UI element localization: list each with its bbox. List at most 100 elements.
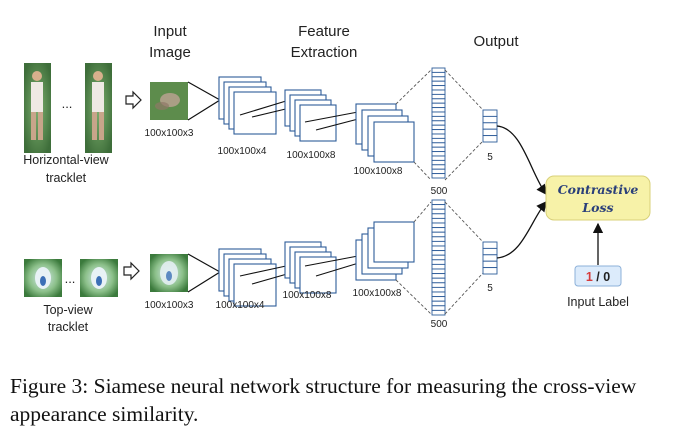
fc-cell <box>431 146 446 153</box>
fc-cell <box>431 151 446 157</box>
fc-cell <box>431 137 446 144</box>
input-label-one: 1 <box>586 270 593 284</box>
conv1-size-bottom: 100x100x4 <box>216 300 265 311</box>
fc-cell <box>431 164 446 170</box>
output-cell <box>482 122 498 130</box>
fc-cell <box>431 168 446 175</box>
top-view-tracklet-label-line1: Top-view <box>43 303 93 317</box>
fc-cell <box>431 222 446 229</box>
conv-link-1-bottom <box>239 265 287 277</box>
input-label-slash: / <box>593 270 603 284</box>
output-cell <box>482 241 498 249</box>
fc-cell <box>431 80 446 87</box>
output-cell <box>482 267 498 275</box>
tracklet-ellipsis-bottom: ... <box>65 271 76 286</box>
fc-cell <box>431 277 446 284</box>
conv-link-2b-top <box>315 117 363 131</box>
fc-cell <box>431 102 446 109</box>
output-layer-top <box>482 109 498 143</box>
fc-cell <box>431 282 446 288</box>
fc-cell <box>431 98 446 104</box>
fc-cell <box>431 85 446 91</box>
fc-size-bottom: 500 <box>431 319 448 330</box>
fc-cell <box>431 115 446 122</box>
fc-cell <box>431 129 446 135</box>
fc-cell <box>431 296 446 302</box>
input-funnel-bottom <box>187 253 222 293</box>
fc-cell <box>431 107 446 113</box>
input-size-top: 100x100x3 <box>145 128 194 139</box>
header-input-line1: Input <box>153 23 187 40</box>
fc-cell <box>431 120 446 126</box>
fc-cell <box>431 124 446 131</box>
top-view-tracklet-label-line2: tracklet <box>48 320 89 334</box>
conv-link-2-bottom <box>304 255 359 267</box>
conv-block-1-bottom <box>218 248 277 307</box>
fc-cell <box>431 67 446 73</box>
out-size-bottom: 5 <box>487 283 493 294</box>
top-view-tracklet-frame-1 <box>24 259 62 297</box>
fc-cell <box>431 199 446 206</box>
hollow-arrow-top-icon <box>125 90 142 110</box>
conv-block-1-top <box>218 76 277 135</box>
fc-cell <box>431 227 446 233</box>
fc-cell <box>431 173 446 179</box>
fc-layer-top <box>431 67 446 179</box>
input-funnel-top <box>187 81 222 121</box>
fc-cell <box>431 245 446 252</box>
curve-bottom-to-loss <box>496 200 547 259</box>
fc-cell <box>431 208 446 215</box>
conv-link-2-top <box>304 111 359 123</box>
fc-cell <box>431 259 446 265</box>
horizontal-tracklet-frame-1 <box>24 63 51 153</box>
fc-layer-bottom <box>431 199 446 316</box>
dash-conv-fc-bottom-1 <box>413 201 432 223</box>
horizontal-tracklet-label-line2: tracklet <box>46 171 87 185</box>
curve-top-to-loss <box>496 125 547 196</box>
dash-fc-out-top-1 <box>444 69 484 111</box>
dash-fc-out-bottom-1 <box>444 201 484 243</box>
figure-caption: Figure 3: Siamese neural network structu… <box>10 374 637 426</box>
fc-cell <box>431 213 446 219</box>
fc-cell <box>431 89 446 95</box>
conv2-size-bottom: 100x100x8 <box>283 290 332 301</box>
fc-cell <box>431 217 446 224</box>
fc-cell <box>431 250 446 256</box>
input-label-caption: Input Label <box>567 295 629 309</box>
fc-cell <box>431 93 446 100</box>
header-feature-line1: Feature <box>298 23 350 40</box>
fc-cell <box>431 155 446 161</box>
hollow-arrow-bottom-icon <box>123 261 140 281</box>
horizontal-tracklet-label-line1: Horizontal-view <box>23 153 109 167</box>
dash-conv-fc-bottom-2 <box>395 279 432 315</box>
output-layer-bottom <box>482 241 498 275</box>
input-label-value: 1 / 0 <box>586 270 610 284</box>
fc-cell <box>431 273 446 279</box>
fc-cell <box>431 309 446 316</box>
fc-cell <box>431 263 446 270</box>
header-feature-line2: Extraction <box>291 44 358 61</box>
fc-cell <box>431 268 446 275</box>
header-input-line2: Image <box>149 44 191 61</box>
fc-cell <box>431 76 446 82</box>
output-cell <box>482 115 498 124</box>
fc-cell <box>431 142 446 148</box>
dash-conv-fc-top-2 <box>413 161 432 181</box>
fc-cell <box>431 305 446 311</box>
out-size-top: 5 <box>487 152 493 163</box>
loss-label-line1: Contrastive <box>558 182 639 197</box>
output-cell <box>482 128 498 137</box>
output-cell <box>482 254 498 262</box>
fc-cell <box>431 204 446 210</box>
fc-cell <box>431 300 446 307</box>
fc-cell <box>431 291 446 298</box>
fc-cell <box>431 254 446 261</box>
conv-block-2-top <box>284 89 337 142</box>
fc-cell <box>431 286 446 293</box>
conv1-size-top: 100x100x4 <box>218 146 267 157</box>
input-image-bottom <box>150 254 188 292</box>
input-image-top <box>150 82 188 120</box>
input-label-box <box>574 265 622 287</box>
output-cell <box>482 247 498 256</box>
